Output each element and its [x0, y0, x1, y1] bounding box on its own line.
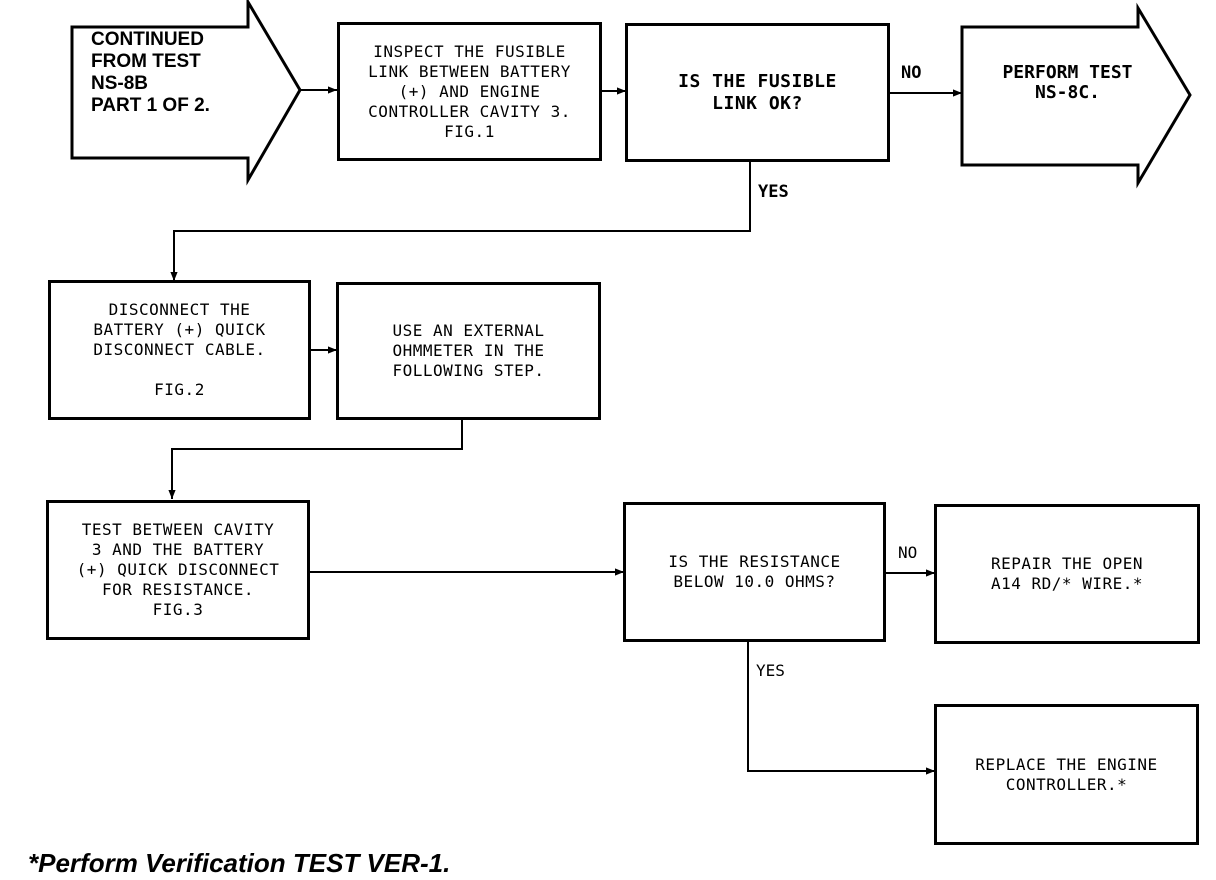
step-inspect-text: INSPECT THE FUSIBLE LINK BETWEEN BATTERY…	[368, 41, 571, 141]
step-repair-text: REPAIR THE OPEN A14 RD/* WIRE.*	[991, 554, 1143, 593]
start-block-arrow	[70, 0, 302, 186]
start-arrow-text: CONTINUED FROM TEST NS-8B PART 1 OF 2.	[91, 29, 210, 116]
step-disconnect-text: DISCONNECT THE BATTERY (+) QUICK DISCONN…	[93, 300, 266, 399]
decision-resistance-text: IS THE RESISTANCE BELOW 10.0 OHMS?	[668, 552, 841, 591]
decision-resistance-below: IS THE RESISTANCE BELOW 10.0 OHMS?	[623, 502, 886, 642]
step-use-ohmmeter: USE AN EXTERNAL OHMMETER IN THE FOLLOWIN…	[336, 282, 601, 420]
end-arrow-text: PERFORM TEST NS-8C.	[1002, 62, 1133, 103]
step-disconnect-cable: DISCONNECT THE BATTERY (+) QUICK DISCONN…	[48, 280, 311, 420]
footnote-verification: *Perform Verification TEST VER-1.	[28, 848, 451, 878]
decision-fusible-link-ok: IS THE FUSIBLE LINK OK?	[625, 23, 890, 162]
label-no-resistance: NO	[898, 543, 918, 562]
label-yes-resistance: YES	[756, 661, 785, 680]
decision-link-text: IS THE FUSIBLE LINK OK?	[678, 70, 837, 114]
step-inspect-fusible-link: INSPECT THE FUSIBLE LINK BETWEEN BATTERY…	[337, 22, 602, 161]
connector-decision-yes-to-disconnect	[170, 160, 751, 281]
end-block-arrow	[960, 2, 1192, 189]
step-ohmmeter-text: USE AN EXTERNAL OHMMETER IN THE FOLLOWIN…	[392, 321, 545, 380]
step-repair-open-wire: REPAIR THE OPEN A14 RD/* WIRE.*	[934, 504, 1200, 644]
connector-ohmmeter-to-test	[168, 419, 463, 499]
step-test-resistance: TEST BETWEEN CAVITY 3 AND THE BATTERY (+…	[46, 500, 310, 640]
step-replace-text: REPLACE THE ENGINE CONTROLLER.*	[975, 754, 1158, 794]
step-replace-controller: REPLACE THE ENGINE CONTROLLER.*	[934, 704, 1199, 845]
step-test-text: TEST BETWEEN CAVITY 3 AND THE BATTERY (+…	[76, 520, 280, 619]
connector-resistance-yes-to-replace	[747, 640, 935, 775]
label-no-fusible: NO	[901, 63, 922, 83]
label-yes-fusible: YES	[758, 182, 789, 202]
